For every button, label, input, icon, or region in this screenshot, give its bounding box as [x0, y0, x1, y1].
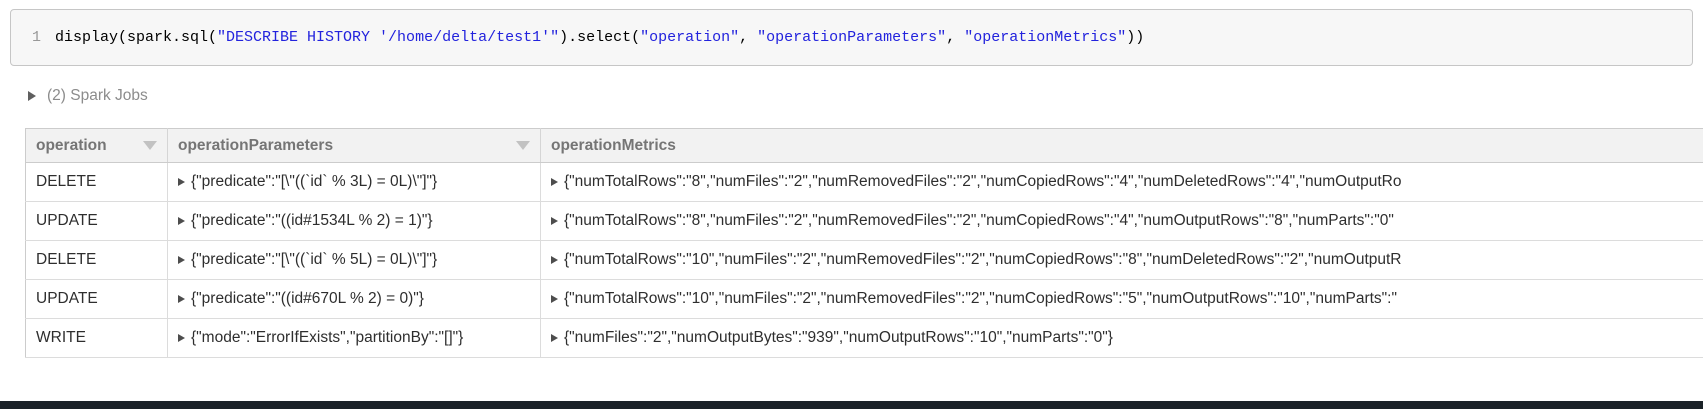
code-segment-string: "operation" — [640, 29, 740, 46]
table-header-row: operation operationParameters operationMet… — [25, 128, 1703, 163]
operation-cell: UPDATE — [25, 279, 168, 319]
line-number: 1 — [31, 29, 41, 46]
expand-json-icon[interactable] — [178, 256, 185, 264]
params-cell: {"mode":"ErrorIfExists","partitionBy":"[… — [167, 318, 541, 358]
table-row: DELETE {"predicate":"[\"((`id` % 3L) = 0L… — [25, 162, 1703, 202]
spark-jobs-label: (2) Spark Jobs — [47, 87, 148, 104]
column-header-label: operationParameters — [178, 137, 334, 154]
json-value: {"numTotalRows":"8","numFiles":"2","numR… — [564, 173, 1402, 190]
metrics-cell: {"numTotalRows":"10","numFiles":"2","num… — [540, 240, 1703, 280]
json-cell-content: {"mode":"ErrorIfExists","partitionBy":"[… — [178, 325, 530, 351]
expand-json-icon[interactable] — [178, 217, 185, 225]
code-content[interactable]: display(spark.sql("DESCRIBE HISTORY '/ho… — [55, 29, 1144, 46]
metrics-cell: {"numTotalRows":"10","numFiles":"2","num… — [540, 279, 1703, 319]
operation-cell: WRITE — [25, 318, 168, 358]
expand-json-icon[interactable] — [551, 256, 558, 264]
params-cell: {"predicate":"((id#1534L % 2) = 1)"} — [167, 201, 541, 241]
column-header-operationMetrics[interactable]: operationMetrics — [540, 128, 1703, 163]
metrics-cell: {"numTotalRows":"8","numFiles":"2","numR… — [540, 201, 1703, 241]
json-value: {"numTotalRows":"10","numFiles":"2","num… — [564, 290, 1397, 307]
json-cell-content: {"predicate":"((id#1534L % 2) = 1)"} — [178, 208, 530, 234]
json-cell-content: {"predicate":"[\"((`id` % 5L) = 0L)\"]"} — [178, 247, 530, 273]
column-header-inner: operationMetrics — [551, 136, 1693, 155]
code-segment-string: "operationParameters" — [757, 29, 947, 46]
operation-cell: UPDATE — [25, 201, 168, 241]
json-value: {"numFiles":"2","numOutputBytes":"939","… — [564, 329, 1113, 346]
json-value: {"predicate":"[\"((`id` % 3L) = 0L)\"]"} — [191, 173, 438, 190]
json-cell-content: {"numTotalRows":"10","numFiles":"2","num… — [551, 286, 1693, 312]
operation-cell: DELETE — [25, 240, 168, 280]
json-cell-content: {"numTotalRows":"8","numFiles":"2","numR… — [551, 169, 1693, 195]
expand-json-icon[interactable] — [551, 334, 558, 342]
results-table: operation operationParameters operationMet… — [25, 128, 1703, 358]
json-value: {"predicate":"((id#1534L % 2) = 1)"} — [191, 212, 433, 229]
metrics-cell: {"numFiles":"2","numOutputBytes":"939","… — [540, 318, 1703, 358]
table-row: UPDATE {"predicate":"((id#670L % 2) = 0)"… — [25, 279, 1703, 319]
column-header-inner: operationParameters — [178, 136, 530, 155]
column-header-label: operation — [36, 137, 107, 154]
expand-json-icon[interactable] — [551, 217, 558, 225]
bottom-divider-bar — [0, 401, 1703, 409]
expand-json-icon[interactable] — [178, 178, 185, 186]
sort-arrow-icon[interactable] — [143, 141, 157, 150]
spark-jobs-expander[interactable]: (2) Spark Jobs — [28, 87, 148, 105]
json-value: {"mode":"ErrorIfExists","partitionBy":"[… — [191, 329, 464, 346]
code-segment-plain: display(spark.sql( — [55, 29, 218, 46]
params-cell: {"predicate":"[\"((`id` % 5L) = 0L)\"]"} — [167, 240, 541, 280]
column-header-operationParameters[interactable]: operationParameters — [167, 128, 541, 163]
expand-json-icon[interactable] — [551, 295, 558, 303]
operation-cell: DELETE — [25, 162, 168, 202]
json-value: {"numTotalRows":"10","numFiles":"2","num… — [564, 251, 1402, 268]
json-cell-content: {"numTotalRows":"10","numFiles":"2","num… — [551, 247, 1693, 273]
code-segment-string: "DESCRIBE HISTORY '/home/delta/test1'" — [217, 29, 560, 46]
json-cell-content: {"predicate":"((id#670L % 2) = 0)"} — [178, 286, 530, 312]
json-value: {"numTotalRows":"8","numFiles":"2","numR… — [564, 212, 1394, 229]
expand-json-icon[interactable] — [178, 295, 185, 303]
table-row: WRITE {"mode":"ErrorIfExists","partitionB… — [25, 318, 1703, 358]
column-header-label: operationMetrics — [551, 137, 676, 154]
code-cell[interactable]: 1 display(spark.sql("DESCRIBE HISTORY '/… — [10, 9, 1693, 66]
json-cell-content: {"numTotalRows":"8","numFiles":"2","numR… — [551, 208, 1693, 234]
code-segment-plain: )) — [1126, 29, 1145, 46]
collapsed-triangle-icon[interactable] — [28, 91, 36, 101]
json-value: {"predicate":"[\"((`id` % 5L) = 0L)\"]"} — [191, 251, 438, 268]
sort-arrow-icon[interactable] — [516, 141, 530, 150]
json-cell-content: {"predicate":"[\"((`id` % 3L) = 0L)\"]"} — [178, 169, 530, 195]
json-cell-content: {"numFiles":"2","numOutputBytes":"939","… — [551, 325, 1693, 351]
expand-json-icon[interactable] — [178, 334, 185, 342]
params-cell: {"predicate":"((id#670L % 2) = 0)"} — [167, 279, 541, 319]
column-header-inner: operation — [36, 136, 157, 155]
code-segment-plain: , — [946, 29, 965, 46]
expand-json-icon[interactable] — [551, 178, 558, 186]
code-segment-plain: ).select( — [559, 29, 641, 46]
params-cell: {"predicate":"[\"((`id` % 3L) = 0L)\"]"} — [167, 162, 541, 202]
column-header-operation[interactable]: operation — [25, 128, 168, 163]
code-segment-plain: , — [739, 29, 758, 46]
json-value: {"predicate":"((id#670L % 2) = 0)"} — [191, 290, 424, 307]
metrics-cell: {"numTotalRows":"8","numFiles":"2","numR… — [540, 162, 1703, 202]
table-row: UPDATE {"predicate":"((id#1534L % 2) = 1)… — [25, 201, 1703, 241]
code-segment-string: "operationMetrics" — [964, 29, 1127, 46]
table-row: DELETE {"predicate":"[\"((`id` % 5L) = 0L… — [25, 240, 1703, 280]
